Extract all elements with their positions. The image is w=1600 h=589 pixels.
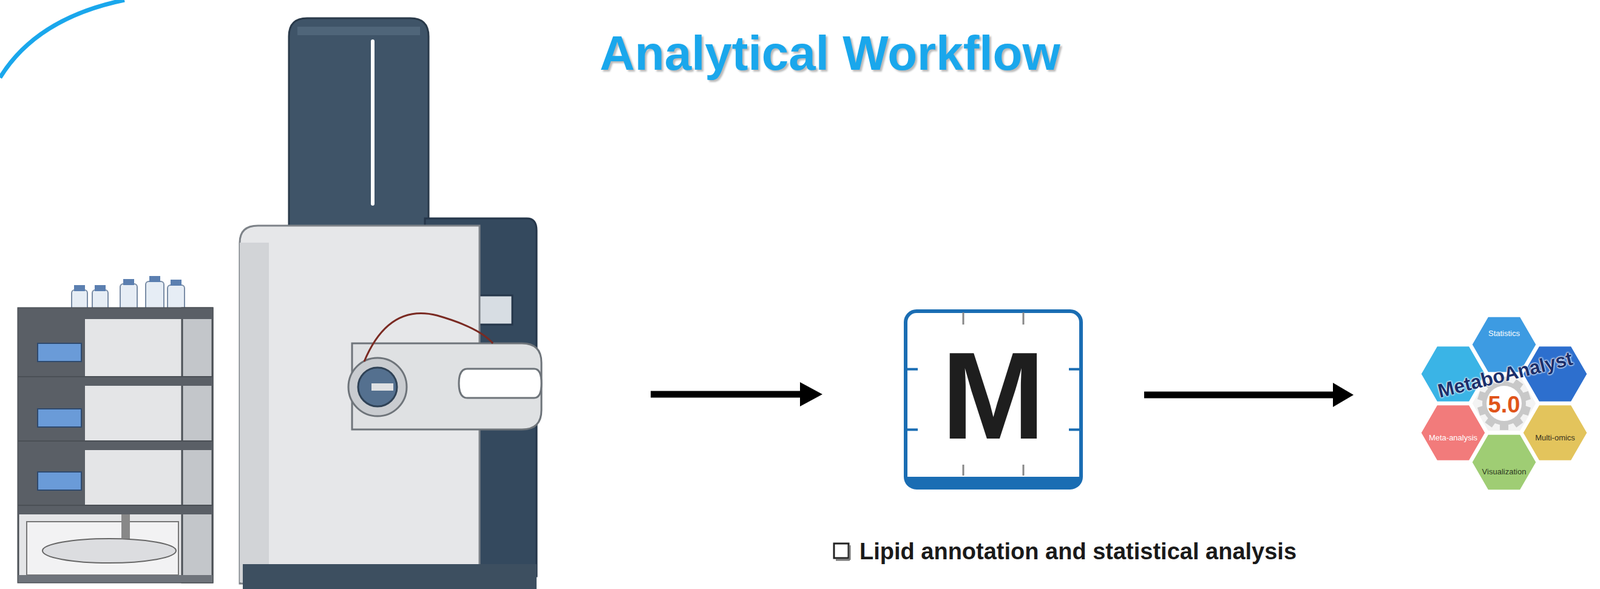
step-caption: Lipid annotation and statistical analysi… bbox=[859, 538, 1297, 566]
icon-tick bbox=[1068, 428, 1080, 431]
bullet-shadow bbox=[849, 545, 851, 561]
module-label: Multi-omics bbox=[1535, 433, 1576, 443]
module-label: Visualization bbox=[1482, 467, 1527, 477]
module-label: Meta-analysis bbox=[1428, 433, 1478, 443]
software-logo: MetaboAnalyst5.0StatisticsMeta-analysisM… bbox=[1414, 303, 1597, 504]
icon-tick bbox=[1068, 368, 1080, 371]
icon-tick bbox=[1022, 464, 1025, 476]
icon-tick bbox=[906, 368, 918, 371]
corner-arc bbox=[0, 0, 125, 78]
logo-letter: M bbox=[941, 333, 1046, 458]
icon-border bbox=[905, 311, 1082, 489]
bullet-checkbox bbox=[833, 543, 849, 559]
icon-tick bbox=[962, 464, 965, 476]
module-label: Statistics bbox=[1488, 329, 1520, 339]
icon-tick bbox=[962, 312, 965, 325]
page-title: Analytical Workflow bbox=[599, 25, 1061, 82]
icon-tick bbox=[1022, 312, 1025, 325]
logo-version: 5.0 bbox=[1488, 392, 1521, 419]
arrow-head bbox=[1332, 383, 1354, 408]
icon-base-bar bbox=[905, 477, 1082, 489]
icon-tick bbox=[906, 428, 918, 431]
workflow-arrow bbox=[650, 382, 823, 407]
arrow-shaft bbox=[1144, 392, 1335, 399]
workflow-arrow bbox=[1144, 383, 1354, 408]
mass-spectrometer bbox=[239, 18, 542, 589]
software-icon: M bbox=[903, 308, 1084, 491]
gear-face bbox=[1486, 386, 1522, 422]
hplc-stack bbox=[18, 276, 213, 583]
bullet-shadow bbox=[835, 559, 850, 562]
